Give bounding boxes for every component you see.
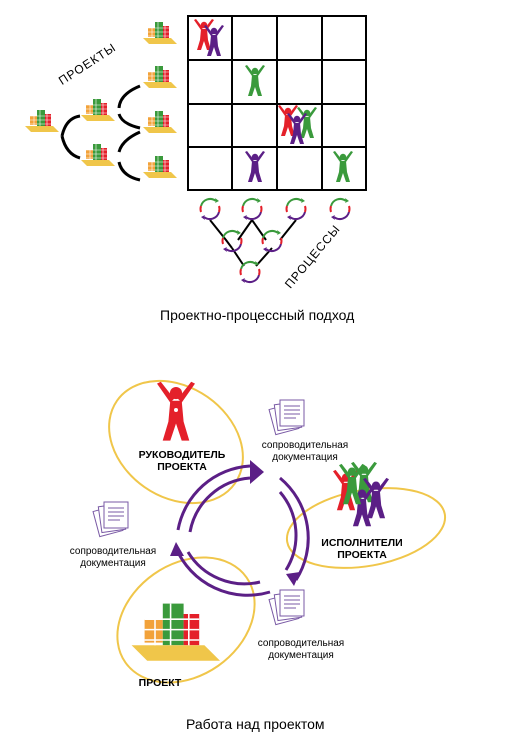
manager-label-line2: ПРОЕКТА	[157, 461, 207, 473]
docs-bottom	[268, 589, 305, 626]
person-icon	[245, 151, 265, 182]
project-block-icon	[142, 155, 178, 179]
executors-figure	[333, 461, 389, 527]
person-icon	[333, 151, 353, 182]
docs-label-bottom-line2: документация	[268, 650, 334, 661]
document-stack-icon	[268, 589, 305, 626]
work-cycle	[170, 460, 310, 597]
manager-label-line1: РУКОВОДИТЕЛЬ	[138, 449, 226, 461]
docs-top	[268, 399, 305, 436]
process-tree	[199, 197, 351, 284]
manager-figure	[157, 381, 195, 441]
project-tree	[24, 21, 178, 182]
docs-label-left: сопроводительная документация	[58, 546, 168, 570]
docs-label-top-line1: сопроводительная	[261, 440, 349, 451]
project-block-icon	[80, 143, 116, 167]
executors-label-line2: ПРОЕКТА	[337, 549, 387, 561]
project-block-icon	[142, 65, 178, 89]
docs-label-left-line2: документация	[80, 558, 146, 569]
person-icon	[245, 65, 265, 96]
executors-label: ИСПОЛНИТЕЛИ ПРОЕКТА	[312, 537, 412, 561]
project-block-icon	[24, 109, 60, 133]
process-cycle-icon	[199, 197, 221, 221]
project-block-icon	[142, 21, 178, 45]
document-stack-icon	[92, 501, 129, 538]
project-figure	[130, 602, 221, 662]
docs-label-top-line2: документация	[272, 452, 338, 463]
project-block-icon	[142, 110, 178, 134]
docs-label-bottom: сопроводительная документация	[246, 638, 356, 662]
grid-people	[194, 19, 353, 182]
process-grid	[187, 15, 367, 191]
document-stack-icon	[268, 399, 305, 436]
docs-left	[92, 501, 129, 538]
process-cycle-icon	[239, 260, 261, 284]
top-caption: Проектно-процессный подход	[160, 307, 355, 323]
bottom-caption: Работа над проектом	[186, 716, 325, 732]
process-cycle-icon	[329, 197, 351, 221]
process-cycle-icon	[285, 197, 307, 221]
project-block-icon	[80, 98, 116, 122]
project-label: ПРОЕКТ	[138, 677, 182, 689]
process-cycle-icon	[241, 197, 263, 221]
docs-label-top: сопроводительная документация	[250, 440, 360, 464]
docs-label-bottom-line1: сопроводительная	[257, 638, 345, 649]
project-block-icon	[130, 602, 221, 662]
executors-label-line1: ИСПОЛНИТЕЛИ	[321, 537, 403, 549]
manager-label: РУКОВОДИТЕЛЬ ПРОЕКТА	[134, 449, 230, 473]
docs-label-left-line1: сопроводительная	[69, 546, 157, 557]
